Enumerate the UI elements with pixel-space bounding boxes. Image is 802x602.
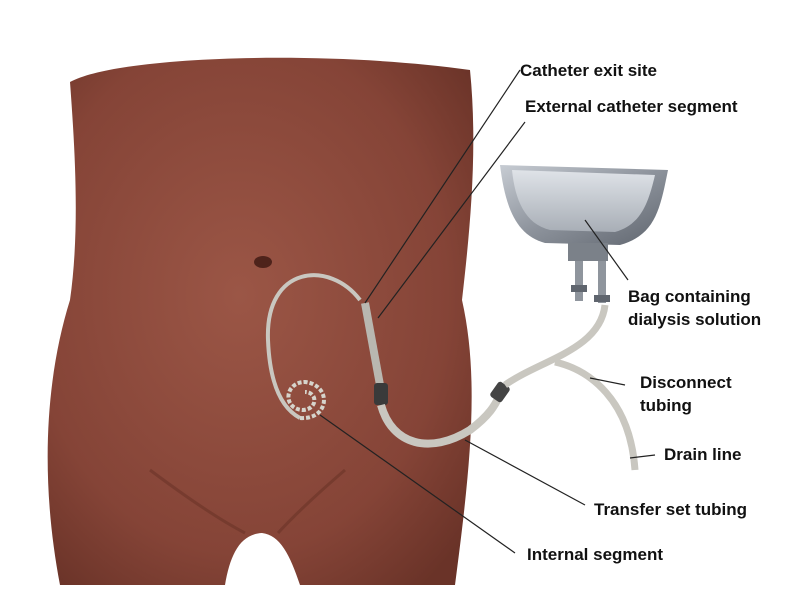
label-disconnect-line2: tubing — [640, 395, 692, 416]
dialysis-bag — [500, 165, 668, 303]
catheter-connector — [374, 383, 388, 405]
label-drain-line: Drain line — [664, 444, 741, 465]
label-bag-line1: Bag containing — [628, 286, 751, 307]
torso — [48, 58, 474, 585]
leader-transfer — [465, 440, 585, 505]
label-bag-line2: dialysis solution — [628, 309, 761, 330]
label-disconnect-line1: Disconnect — [640, 372, 732, 393]
label-transfer-set-tubing: Transfer set tubing — [594, 499, 747, 520]
disconnect-tubing — [505, 305, 605, 385]
navel — [254, 256, 272, 268]
label-external-catheter-segment: External catheter segment — [525, 96, 738, 117]
label-catheter-exit-site: Catheter exit site — [520, 60, 657, 81]
label-internal-segment: Internal segment — [527, 544, 663, 565]
drain-line — [555, 362, 635, 470]
